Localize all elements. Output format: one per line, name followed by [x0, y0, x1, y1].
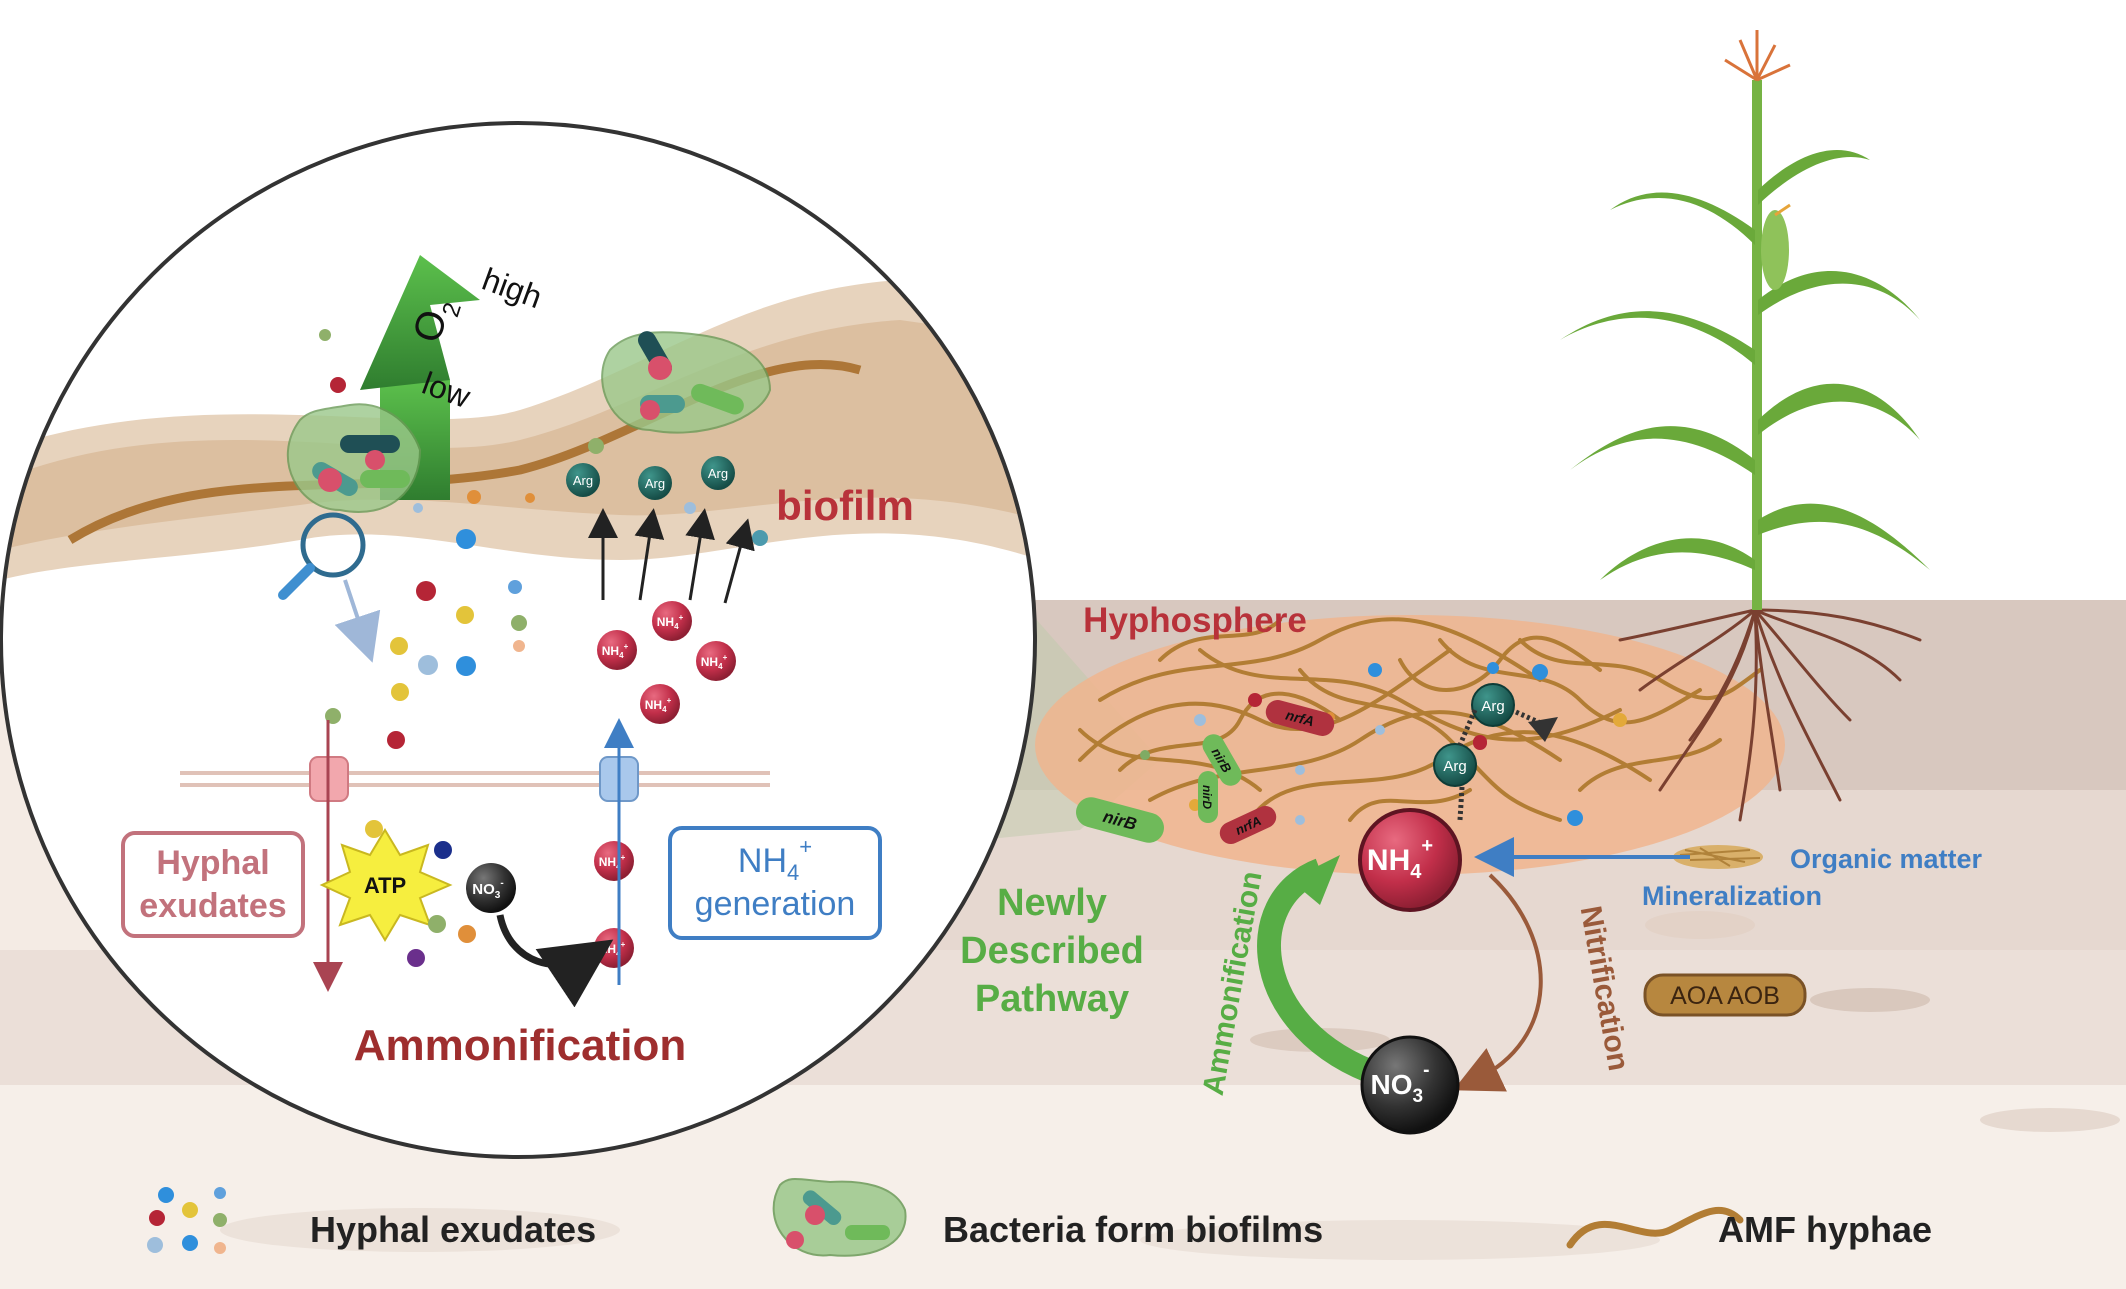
zoom-no3-label: NO: [472, 881, 495, 898]
generation-line2: generation: [695, 885, 856, 923]
newly-line3: Pathway: [975, 978, 1129, 1020]
zoom-arg-label-2: Arg: [645, 476, 665, 491]
maize-plant-icon: [1560, 30, 1930, 822]
svg-text:NH4+: NH4+: [1367, 835, 1433, 883]
zoom-nh4-label-5: NH: [599, 855, 616, 869]
biofilm-cluster-1: [286, 403, 422, 513]
field-no3-label: NO: [1371, 1069, 1413, 1100]
zoom-arg-label-3: Arg: [708, 466, 728, 481]
legend: Hyphal exudates Bacteria form biofilms A…: [147, 1178, 1932, 1257]
zoom-circle: O2 high low biofilm: [0, 121, 1037, 1159]
zoom-no3-molecule: NO3-: [466, 863, 516, 913]
atp-label: ATP: [364, 873, 406, 898]
organic-matter-icon: [1673, 845, 1763, 869]
legend-hyphae-icon: [1566, 1207, 1744, 1249]
zoom-nh4-label-4: NH: [645, 698, 662, 712]
generation-line1: NH: [738, 842, 787, 880]
zoom-nh4-label-3: NH: [701, 655, 718, 669]
aoa-aob-badge: AOA AOB: [1643, 973, 1807, 1017]
zoom-arg-label-1: Arg: [573, 473, 593, 488]
zoom-nh4-label-2: NH: [657, 615, 674, 629]
organic-matter-label: Organic matter: [1790, 844, 1983, 874]
zoom-nh4-label-6: NH: [599, 942, 616, 956]
field-nh4-label: NH: [1367, 844, 1410, 877]
nh4-to-arg-arrows: [588, 508, 755, 604]
field-arg-label-2: Arg: [1443, 758, 1466, 775]
zoom-arg-molecules: Arg Arg Arg: [566, 456, 735, 500]
hyphosphere-region: [1035, 615, 1785, 875]
zoom-ammonification-title: Ammonification: [354, 1021, 686, 1070]
atp-burst-icon: ATP: [319, 828, 453, 942]
hyphosphere-label: Hyphosphere: [1083, 601, 1307, 640]
biofilm-cluster-2: [601, 331, 772, 434]
exudates-box: Hyphal exudates: [121, 831, 305, 938]
magnifier-icon: [278, 512, 366, 600]
legend-biofilms-label: Bacteria form biofilms: [943, 1209, 1323, 1250]
hyphosphere-bacteria: nrfA nrfA nirB nirB nirD: [1076, 700, 1335, 845]
field-no3-molecule: [1360, 1035, 1460, 1135]
biofilm-label: biofilm: [776, 482, 914, 529]
exudates-box-line1: Hyphal: [156, 844, 269, 882]
ammonification-arrowhead: [1290, 855, 1340, 905]
nitrogen-cycle: NH4+ NO3-: [1257, 808, 1690, 1135]
svg-text:NH4+: NH4+: [738, 834, 812, 885]
zoom-nh4-label-1: NH: [602, 644, 619, 658]
newly-line1: Newly: [997, 882, 1107, 924]
svg-text:NO3-: NO3-: [1371, 1060, 1430, 1107]
exudates-box-line2: exudates: [139, 887, 286, 925]
svg-text:NH4+: NH4+: [602, 642, 629, 660]
aoa-aob-label: AOA AOB: [1670, 982, 1780, 1010]
legend-exudates-label: Hyphal exudates: [310, 1209, 596, 1250]
svg-text:NH4+: NH4+: [657, 613, 684, 631]
field-nh4-molecule: [1358, 808, 1462, 912]
field-arg-molecules: Arg Arg: [1433, 683, 1558, 821]
svg-text:NH4+: NH4+: [645, 696, 672, 714]
svg-text:NH4+: NH4+: [701, 653, 728, 671]
field-arg-label-1: Arg: [1481, 698, 1504, 715]
svg-text:NO3-: NO3-: [472, 878, 503, 901]
legend-biofilm-icon: [772, 1178, 907, 1257]
newly-line2: Described: [960, 930, 1144, 972]
mineralization-label: Mineralization: [1642, 881, 1822, 911]
legend-hyphae-label: AMF hyphae: [1718, 1209, 1932, 1250]
nirD-label: nirD: [1200, 785, 1214, 809]
generation-box: NH4+ generation: [668, 826, 882, 940]
legend-exudates-icon: [147, 1187, 227, 1254]
nrfA-label-1: nrfA: [1284, 707, 1316, 730]
